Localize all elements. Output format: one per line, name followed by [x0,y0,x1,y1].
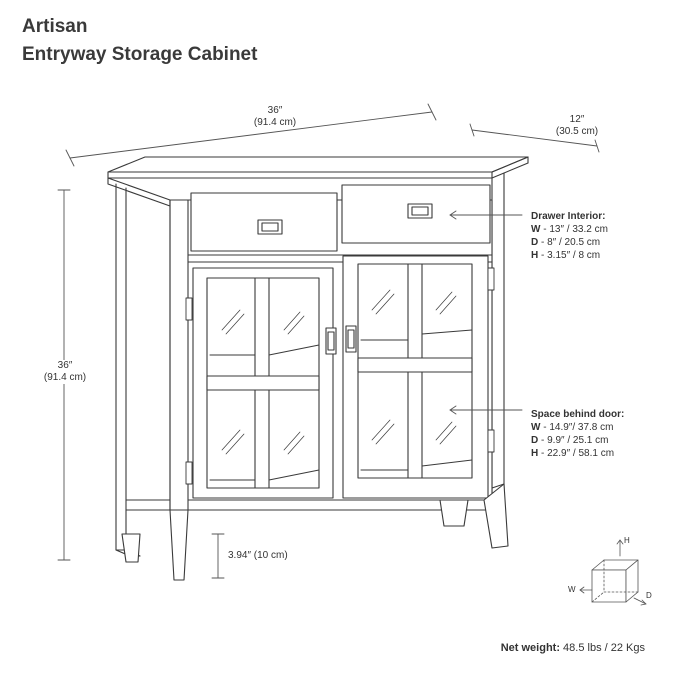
clearance-dimension-line [211,533,225,579]
depth-metric: (30.5 cm) [555,126,599,137]
axis-w-label: W [568,585,576,594]
title-line-1: Artisan [22,16,88,37]
height-imperial: 36″ [57,360,73,371]
door-hinges [185,267,495,485]
door-pointer-arrow [449,405,523,415]
drawer-h-value: - 3.15″ / 8 cm [538,250,601,261]
door-h-key: H [531,448,539,459]
width-dimension-label: 36″ (91.4 cm) [240,105,310,129]
space-behind-door-heading: Space behind door: [531,409,625,420]
title-line-2: Entryway Storage Cabinet [22,44,258,65]
width-imperial: 36″ [267,105,283,116]
width-metric: (91.4 cm) [253,117,297,128]
door-d-value: - 9.9″ / 25.1 cm [538,435,609,446]
space-behind-door-spec: Space behind door: W - 14.9″/ 37.8 cm D … [531,408,624,460]
depth-dimension-label: 12″ (30.5 cm) [542,114,612,138]
depth-dimension-line [469,123,600,153]
axis-d-label: D [646,591,652,600]
door-w-value: - 14.9″/ 37.8 cm [540,422,614,433]
cabinet-top [107,156,529,207]
drawer-d-key: D [531,237,539,248]
door-h-value: - 22.9″ / 58.1 cm [538,448,615,459]
height-dimension-label: 36″ (91.4 cm) [30,360,100,384]
width-dimension-line [65,103,437,167]
right-drawer [341,184,491,244]
net-weight-label: Net weight: [500,642,560,654]
drawer-d-value: - 8″ / 20.5 cm [538,237,601,248]
drawer-interior-heading: Drawer Interior: [531,211,606,222]
axis-h-label: H [624,536,630,545]
axis-cube-icon [579,539,647,606]
door-w-key: W [531,422,541,433]
drawer-interior-spec: Drawer Interior: W - 13″ / 33.2 cm D - 8… [531,210,608,262]
left-drawer [190,192,338,252]
drawer-w-value: - 13″ / 33.2 cm [540,224,608,235]
drawer-pointer-arrow [449,210,523,220]
drawer-h-key: H [531,250,539,261]
net-weight-value: 48.5 lbs / 22 Kgs [560,642,645,654]
depth-imperial: 12″ [569,114,585,125]
drawer-w-key: W [531,224,541,235]
net-weight: Net weight: 48.5 lbs / 22 Kgs [501,642,645,654]
door-d-key: D [531,435,539,446]
clearance-label: 3.94″ (10 cm) [228,550,288,561]
left-glass-door [192,267,337,499]
height-metric: (91.4 cm) [43,372,87,383]
cabinet-legs [169,483,509,581]
right-glass-door [342,255,489,499]
